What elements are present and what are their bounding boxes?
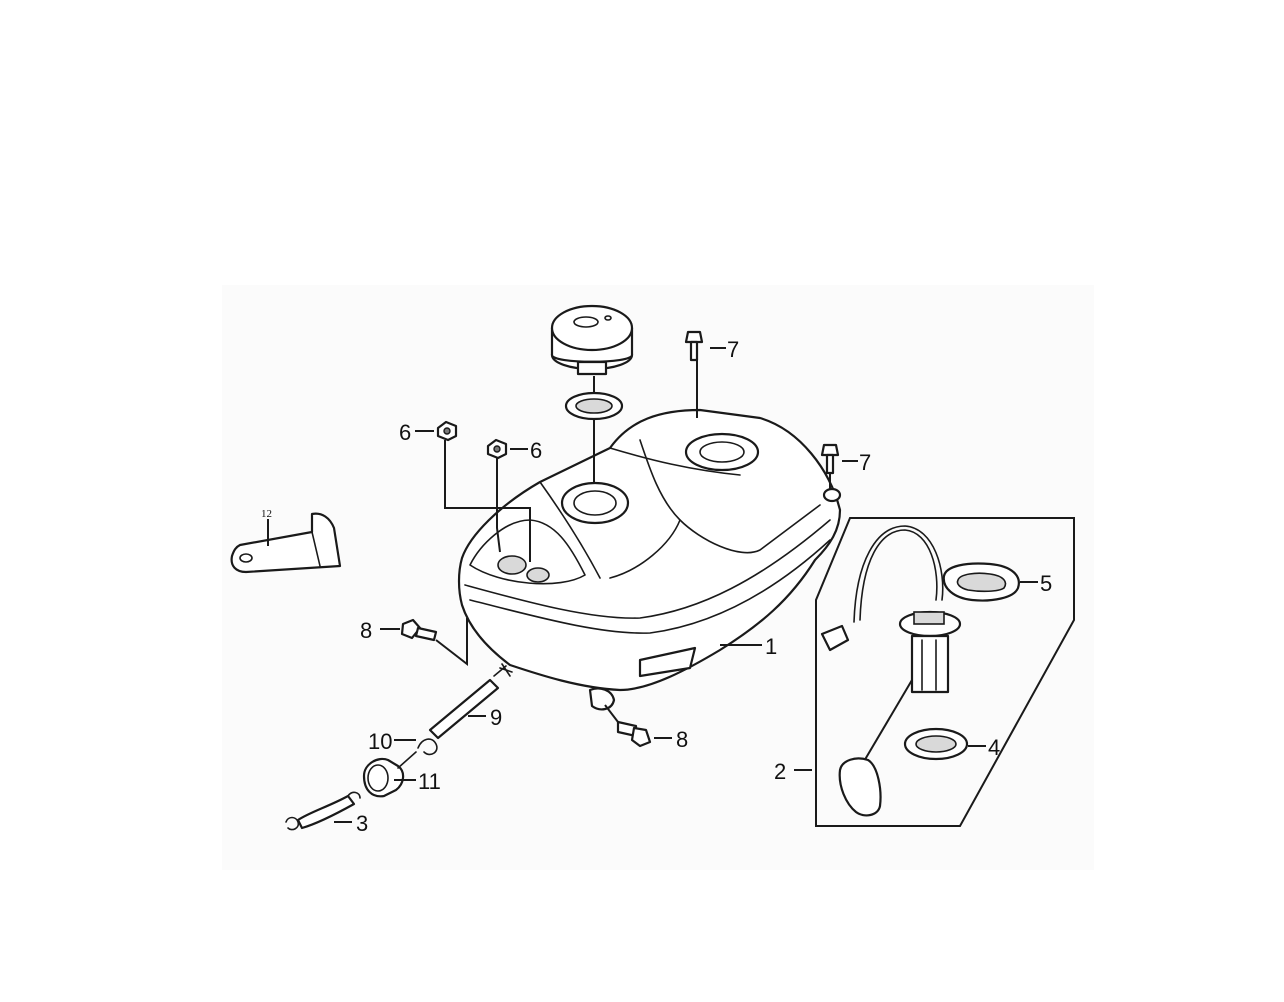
callout-1: 1 (765, 634, 777, 659)
fuel-cap (550, 304, 634, 376)
callout-7-right: 7 (859, 450, 871, 475)
pump-assembly-frame (815, 517, 1075, 827)
pump-lock-ring-4 (903, 727, 969, 761)
callout-3: 3 (356, 811, 368, 836)
callout-8-left: 8 (360, 618, 372, 643)
bolt-7-upper (684, 330, 704, 362)
bolt-8-right (616, 720, 652, 748)
callout-6-left: 6 (399, 420, 411, 445)
fuel-hose-9 (428, 663, 513, 740)
callout-5: 5 (1040, 571, 1052, 596)
bolt-8-left (400, 618, 438, 642)
bracket-12 (230, 512, 342, 574)
pump-gasket-5 (942, 562, 1020, 602)
fuel-tank (457, 408, 842, 711)
callout-11: 11 (418, 769, 441, 794)
hose-clip-10 (417, 738, 438, 756)
nut-6-left (436, 420, 458, 442)
nut-6-right (486, 438, 508, 460)
callout-10: 10 (368, 729, 392, 754)
callout-7-upper: 7 (727, 337, 739, 362)
callout-6-right: 6 (530, 438, 542, 463)
callout-8-right: 8 (676, 727, 688, 752)
fuel-pump-sender (820, 525, 962, 817)
callout-9: 9 (490, 705, 502, 730)
callout-2: 2 (774, 759, 786, 784)
fuel-filter-11 (362, 751, 417, 798)
callout-4: 4 (988, 735, 1000, 760)
fuel-hose-3 (285, 791, 361, 831)
cap-gasket (564, 391, 624, 421)
filler-neck (560, 481, 630, 525)
pump-opening (684, 432, 760, 472)
callout-12: 12 (261, 508, 272, 520)
